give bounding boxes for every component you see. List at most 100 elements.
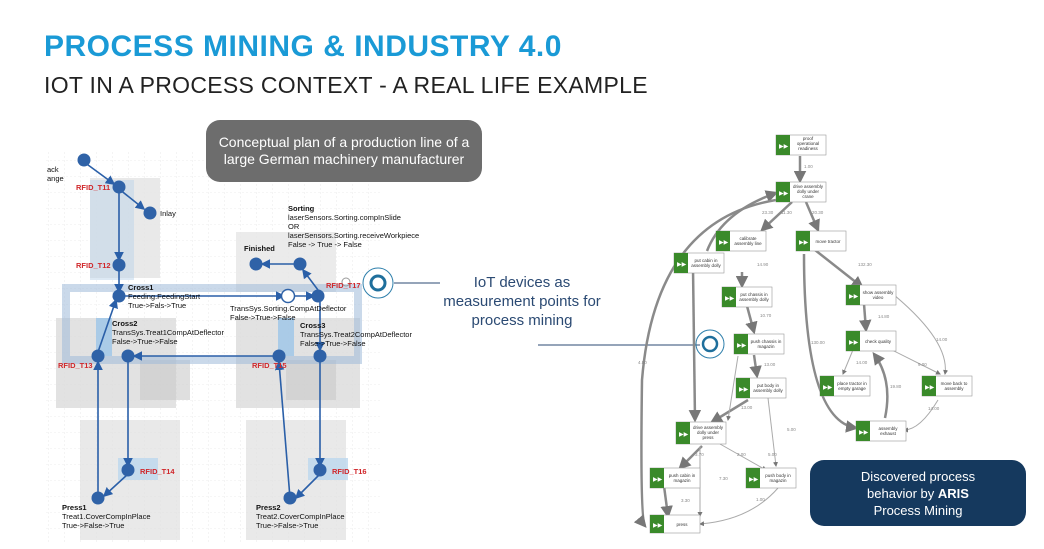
svg-text:TransSys.Treat1CompAtDeflector: TransSys.Treat1CompAtDeflector xyxy=(112,328,224,337)
svg-text:▶▶: ▶▶ xyxy=(737,343,747,349)
rfid-label: RFID_T17 xyxy=(326,281,361,290)
cross1-annotation: Cross1 Feeding.FeedingStart True->Fals->… xyxy=(128,283,201,310)
plan-label-ack: ack xyxy=(47,165,59,174)
edge-label: 13.00 xyxy=(764,362,776,367)
production-line-plan: ack ange Inlay Finished RFID_T11 RFID_T1… xyxy=(46,152,419,544)
svg-text:False->True->False: False->True->False xyxy=(112,337,178,346)
svg-text:▶▶: ▶▶ xyxy=(749,477,759,483)
svg-text:assembly dolly: assembly dolly xyxy=(753,388,783,393)
edge-label: 19.80 xyxy=(890,384,902,389)
cross2-annotation: Cross2 TransSys.Treat1CompAtDeflector Fa… xyxy=(112,319,224,346)
rfid-label: RFID_T16 xyxy=(332,467,367,476)
svg-text:calibrate: calibrate xyxy=(739,236,757,241)
svg-text:push chassis in: push chassis in xyxy=(751,339,782,344)
edge-label: 5.00 xyxy=(768,452,777,457)
svg-text:show assembly: show assembly xyxy=(863,290,895,295)
svg-text:laserSensors.Sorting.receiveWo: laserSensors.Sorting.receiveWorkpiece xyxy=(288,231,419,240)
aris-line-2: behavior by ARIS xyxy=(867,485,969,501)
svg-text:Press1: Press1 xyxy=(62,503,87,512)
svg-text:assembly: assembly xyxy=(944,386,964,391)
svg-text:push cabin in: push cabin in xyxy=(669,473,696,478)
svg-text:operational: operational xyxy=(797,141,819,146)
svg-text:place tractor in: place tractor in xyxy=(837,381,867,386)
svg-text:▶▶: ▶▶ xyxy=(779,191,789,197)
svg-text:Treat2.CoverCompInPlace: Treat2.CoverCompInPlace xyxy=(256,512,345,521)
aris-line-3: Process Mining xyxy=(873,502,963,518)
process-graph: 1.00 23.30 11.30 20.30 14.90 10.70 13.00… xyxy=(633,134,973,534)
svg-text:▶▶: ▶▶ xyxy=(925,385,935,391)
edge-label: 10.70 xyxy=(760,313,772,318)
svg-text:move tractor: move tractor xyxy=(815,239,841,244)
svg-text:Cross3: Cross3 xyxy=(300,321,325,330)
svg-text:▶▶: ▶▶ xyxy=(653,523,663,529)
press2-annotation: Press2 Treat2.CoverCompInPlace True->Fal… xyxy=(256,503,345,530)
rfid-label: RFID_T12 xyxy=(76,261,111,270)
svg-text:empty garage: empty garage xyxy=(838,386,866,391)
svg-text:▶▶: ▶▶ xyxy=(677,262,687,268)
rfid-label: RFID_T13 xyxy=(58,361,93,370)
svg-text:▶▶: ▶▶ xyxy=(823,385,833,391)
edge-label: 13.00 xyxy=(741,405,753,410)
edge-label: 14.00 xyxy=(856,360,868,365)
svg-text:False->True->False: False->True->False xyxy=(230,313,296,322)
iot-marker-process xyxy=(695,329,725,359)
svg-text:dolly under: dolly under xyxy=(697,430,720,435)
svg-text:Sorting: Sorting xyxy=(288,204,315,213)
aris-line-1: Discovered process xyxy=(860,468,976,484)
rfid-label: RFID_T11 xyxy=(76,183,110,192)
svg-text:assembly dolly: assembly dolly xyxy=(691,263,721,268)
svg-text:magazin: magazin xyxy=(757,344,775,349)
plan-callout: Conceptual plan of a production line of … xyxy=(206,120,482,182)
svg-text:push body in: push body in xyxy=(765,473,791,478)
edge-label: 11.30 xyxy=(781,210,792,215)
svg-text:▶▶: ▶▶ xyxy=(679,432,689,438)
svg-text:assembly dolly: assembly dolly xyxy=(739,297,769,302)
edge-label: 9.00 xyxy=(918,362,927,367)
edge-label: 1.00 xyxy=(756,497,765,502)
svg-text:drive assembly: drive assembly xyxy=(693,425,724,430)
svg-text:laserSensors.Sorting.compInSli: laserSensors.Sorting.compInSlide xyxy=(288,213,401,222)
svg-text:▶▶: ▶▶ xyxy=(739,387,749,393)
svg-text:proof: proof xyxy=(803,136,814,141)
svg-text:assembly line: assembly line xyxy=(734,241,762,246)
edge-label: 130.00 xyxy=(811,340,825,345)
cross3-annotation: Cross3 TransSys.Treat2CompAtDeflector Fa… xyxy=(300,321,412,348)
svg-text:crane: crane xyxy=(802,194,814,199)
page-subtitle: IOT IN A PROCESS CONTEXT - A REAL LIFE E… xyxy=(44,72,648,98)
svg-text:readiness: readiness xyxy=(798,146,818,151)
svg-text:Treat1.CoverCompInPlace: Treat1.CoverCompInPlace xyxy=(62,512,151,521)
rfid-label: RFID_T15 xyxy=(252,361,287,370)
process-node: ▶▶ move tractor xyxy=(795,230,847,252)
edge-label: 5.00 xyxy=(787,427,796,432)
svg-text:True->Fals->True: True->Fals->True xyxy=(128,301,186,310)
svg-text:▶▶: ▶▶ xyxy=(725,296,735,302)
process-node: ▶▶ press xyxy=(649,514,701,534)
svg-text:video: video xyxy=(873,295,884,300)
edge-label: 132.30 xyxy=(858,262,872,267)
sorting-annotation: Sorting laserSensors.Sorting.compInSlide… xyxy=(288,204,419,249)
svg-text:Feeding.FeedingStart: Feeding.FeedingStart xyxy=(128,292,201,301)
plan-label-ange: ange xyxy=(47,174,64,183)
svg-text:True->False->True: True->False->True xyxy=(62,521,124,530)
edge-label: 1.00 xyxy=(804,164,813,169)
svg-text:Cross2: Cross2 xyxy=(112,319,137,328)
page-title: PROCESS MINING & INDUSTRY 4.0 xyxy=(44,30,562,63)
edge-label: 20.30 xyxy=(812,210,824,215)
svg-text:press: press xyxy=(702,435,714,440)
svg-text:▶▶: ▶▶ xyxy=(849,294,859,300)
press1-annotation: Press1 Treat1.CoverCompInPlace True->Fal… xyxy=(62,503,151,530)
edge-label: 14.00 xyxy=(928,406,940,411)
edge-label: 3.70 xyxy=(695,452,704,457)
edge-label: 3.30 xyxy=(681,498,690,503)
svg-text:Cross1: Cross1 xyxy=(128,283,153,292)
svg-text:TransSys.Sorting.CompAtDeflect: TransSys.Sorting.CompAtDeflector xyxy=(230,304,347,313)
aris-callout: Discovered process behavior by ARIS Proc… xyxy=(810,460,1026,526)
